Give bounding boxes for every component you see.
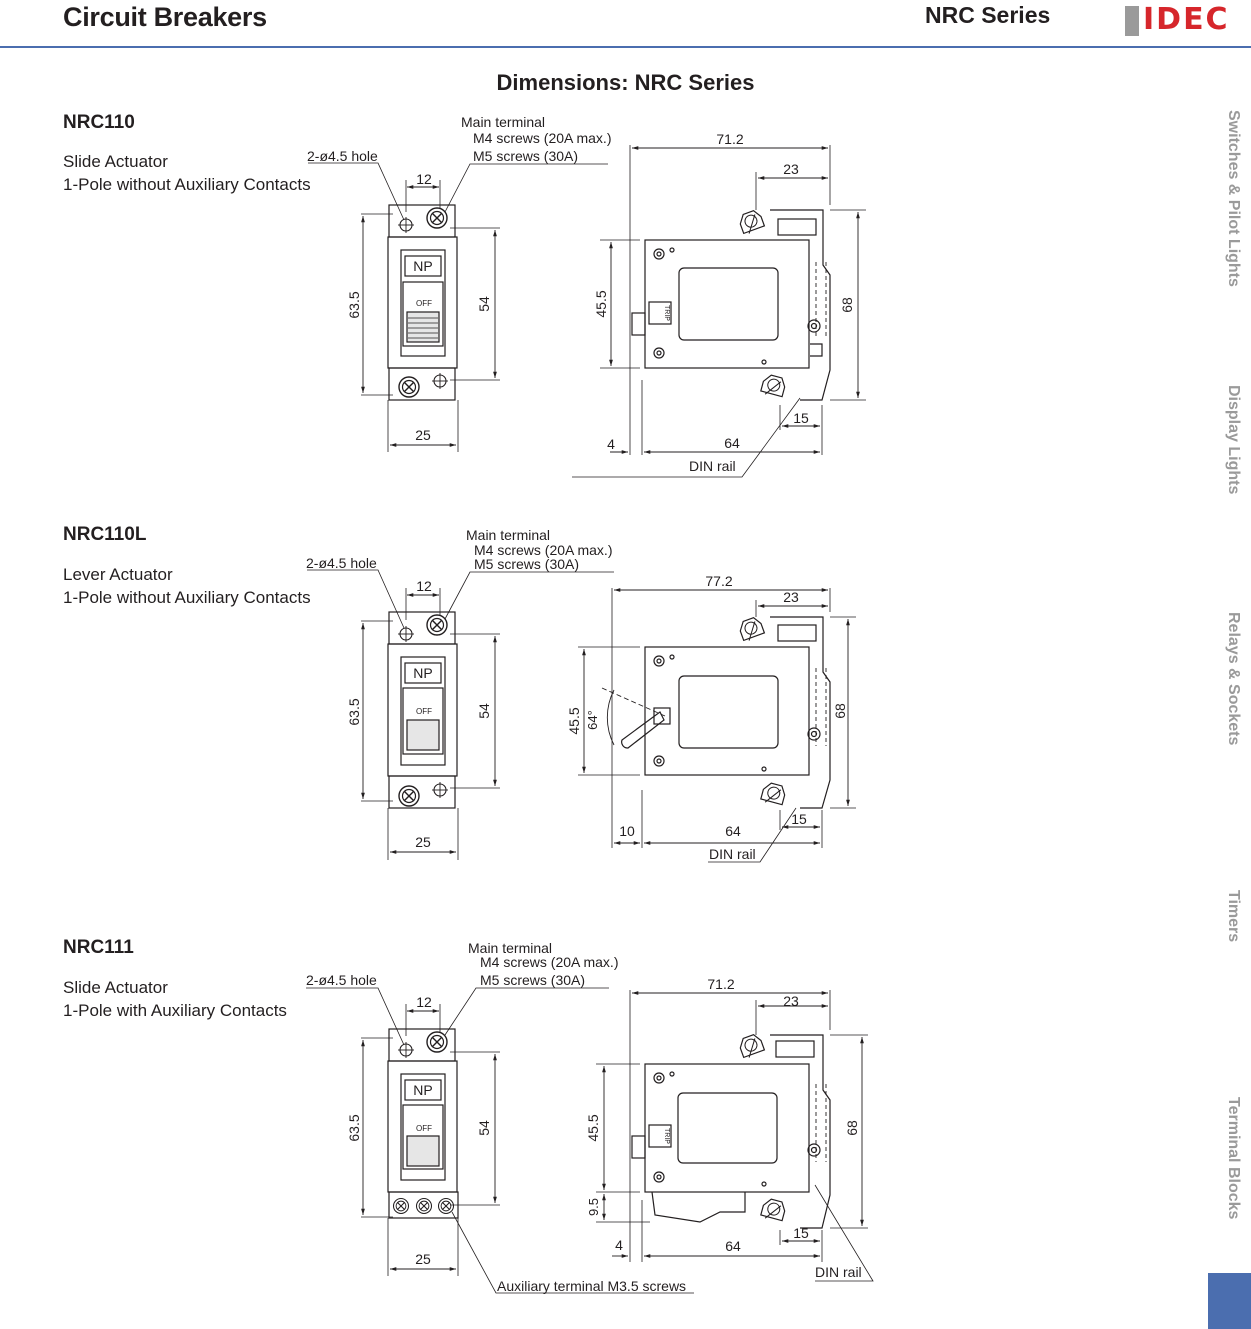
m4-label: M4 screws (20A max.) [474, 542, 612, 558]
np-label: NP [413, 258, 432, 274]
m5-label: M5 screws (30A) [473, 148, 578, 164]
dim-45-5: 45.5 [585, 1114, 601, 1141]
desc-nrc110l: Lever Actuator 1-Pole without Auxiliary … [63, 563, 311, 609]
main-terminal-label: Main terminal [468, 940, 552, 956]
off-label: OFF [416, 1124, 432, 1133]
desc-nrc111: Slide Actuator 1-Pole with Auxiliary Con… [63, 976, 287, 1022]
front-view-nrc111 [306, 987, 694, 1294]
np-label: NP [413, 665, 432, 681]
side-tab-display-lights[interactable]: Display Lights [1225, 385, 1242, 495]
dim-54: 54 [476, 296, 492, 312]
dim-25: 25 [415, 427, 431, 443]
desc-line1: Slide Actuator [63, 978, 168, 997]
side-view-nrc111 [596, 990, 874, 1282]
dim-offset: 4 [607, 436, 615, 452]
side-tab-marker [1208, 1273, 1251, 1329]
dim-45-5: 45.5 [566, 707, 582, 734]
m4-label: M4 screws (20A max.) [480, 954, 618, 970]
aux-terminal-label: Auxiliary terminal M3.5 screws [497, 1278, 686, 1294]
m4-label: M4 screws (20A max.) [473, 130, 611, 146]
dim-15: 15 [793, 1225, 809, 1241]
side-tab-terminal-blocks[interactable]: Terminal Blocks [1225, 1097, 1242, 1220]
side-view-nrc110 [572, 145, 866, 478]
off-label: OFF [416, 707, 432, 716]
desc-line2: 1-Pole with Auxiliary Contacts [63, 1001, 287, 1020]
dim-width: 71.2 [716, 131, 743, 147]
din-rail-label: DIN rail [689, 458, 736, 474]
dim-15: 15 [793, 410, 809, 426]
np-label: NP [413, 1082, 432, 1098]
header-series: NRC Series [925, 2, 1051, 28]
side-view-nrc110l [578, 588, 856, 863]
dim-width: 77.2 [705, 573, 732, 589]
dim-63-5: 63.5 [346, 698, 362, 725]
dim-64: 64 [725, 823, 741, 839]
dim-offset: 4 [615, 1237, 623, 1253]
dim-12: 12 [416, 171, 432, 187]
desc-line1: Lever Actuator [63, 565, 173, 584]
main-terminal-label: Main terminal [466, 527, 550, 543]
hole-label: 2-ø4.5 hole [306, 972, 377, 988]
din-rail-label: DIN rail [815, 1264, 862, 1280]
idec-logo: IDEC [1125, 0, 1251, 37]
desc-nrc110: Slide Actuator 1-Pole without Auxiliary … [63, 150, 311, 196]
angle-64: 64° [585, 710, 600, 730]
dim-12: 12 [416, 578, 432, 594]
dim-63-5: 63.5 [346, 291, 362, 318]
din-rail-label: DIN rail [709, 846, 756, 862]
model-nrc110l: NRC110L [63, 524, 147, 545]
dim-64: 64 [725, 1238, 741, 1254]
desc-line1: Slide Actuator [63, 152, 168, 171]
dim-23: 23 [783, 589, 799, 605]
hole-label: 2-ø4.5 hole [307, 148, 378, 164]
dim-9-5: 9.5 [586, 1198, 601, 1216]
dim-23: 23 [783, 993, 799, 1009]
m5-label: M5 screws (30A) [474, 556, 579, 572]
dim-68: 68 [832, 703, 848, 719]
dim-23: 23 [783, 161, 799, 177]
desc-line2: 1-Pole without Auxiliary Contacts [63, 588, 311, 607]
desc-line2: 1-Pole without Auxiliary Contacts [63, 175, 311, 194]
model-nrc111: NRC111 [63, 937, 134, 958]
dim-54: 54 [476, 1120, 492, 1136]
dim-15: 15 [791, 811, 807, 827]
document-title: Dimensions: NRC Series [496, 70, 755, 95]
trip-label: TRIP [663, 1128, 670, 1144]
trip-label: TRIP [663, 305, 670, 321]
dim-offset: 10 [619, 823, 635, 839]
m5-label: M5 screws (30A) [480, 972, 585, 988]
off-label: OFF [416, 299, 432, 308]
dim-25: 25 [415, 1251, 431, 1267]
dim-54: 54 [476, 703, 492, 719]
main-terminal-label: Main terminal [461, 114, 545, 130]
logo-text: IDEC [1143, 2, 1230, 37]
dim-63-5: 63.5 [346, 1114, 362, 1141]
logo-bar [1125, 6, 1139, 36]
side-tab-switches[interactable]: Switches & Pilot Lights [1225, 110, 1242, 287]
dim-12: 12 [416, 994, 432, 1010]
header-title: Circuit Breakers [63, 2, 267, 32]
dim-width: 71.2 [707, 976, 734, 992]
model-nrc110: NRC110 [63, 112, 135, 133]
dim-68: 68 [844, 1120, 860, 1136]
side-tab-timers[interactable]: Timers [1225, 890, 1242, 943]
dim-64: 64 [724, 435, 740, 451]
front-view-nrc110 [308, 162, 608, 452]
hole-label: 2-ø4.5 hole [306, 555, 377, 571]
front-view-nrc110l [307, 569, 614, 860]
dim-68: 68 [839, 297, 855, 313]
side-tab-relays[interactable]: Relays & Sockets [1225, 612, 1242, 746]
dim-45-5: 45.5 [593, 290, 609, 317]
dim-25: 25 [415, 834, 431, 850]
header-rule [0, 46, 1251, 48]
